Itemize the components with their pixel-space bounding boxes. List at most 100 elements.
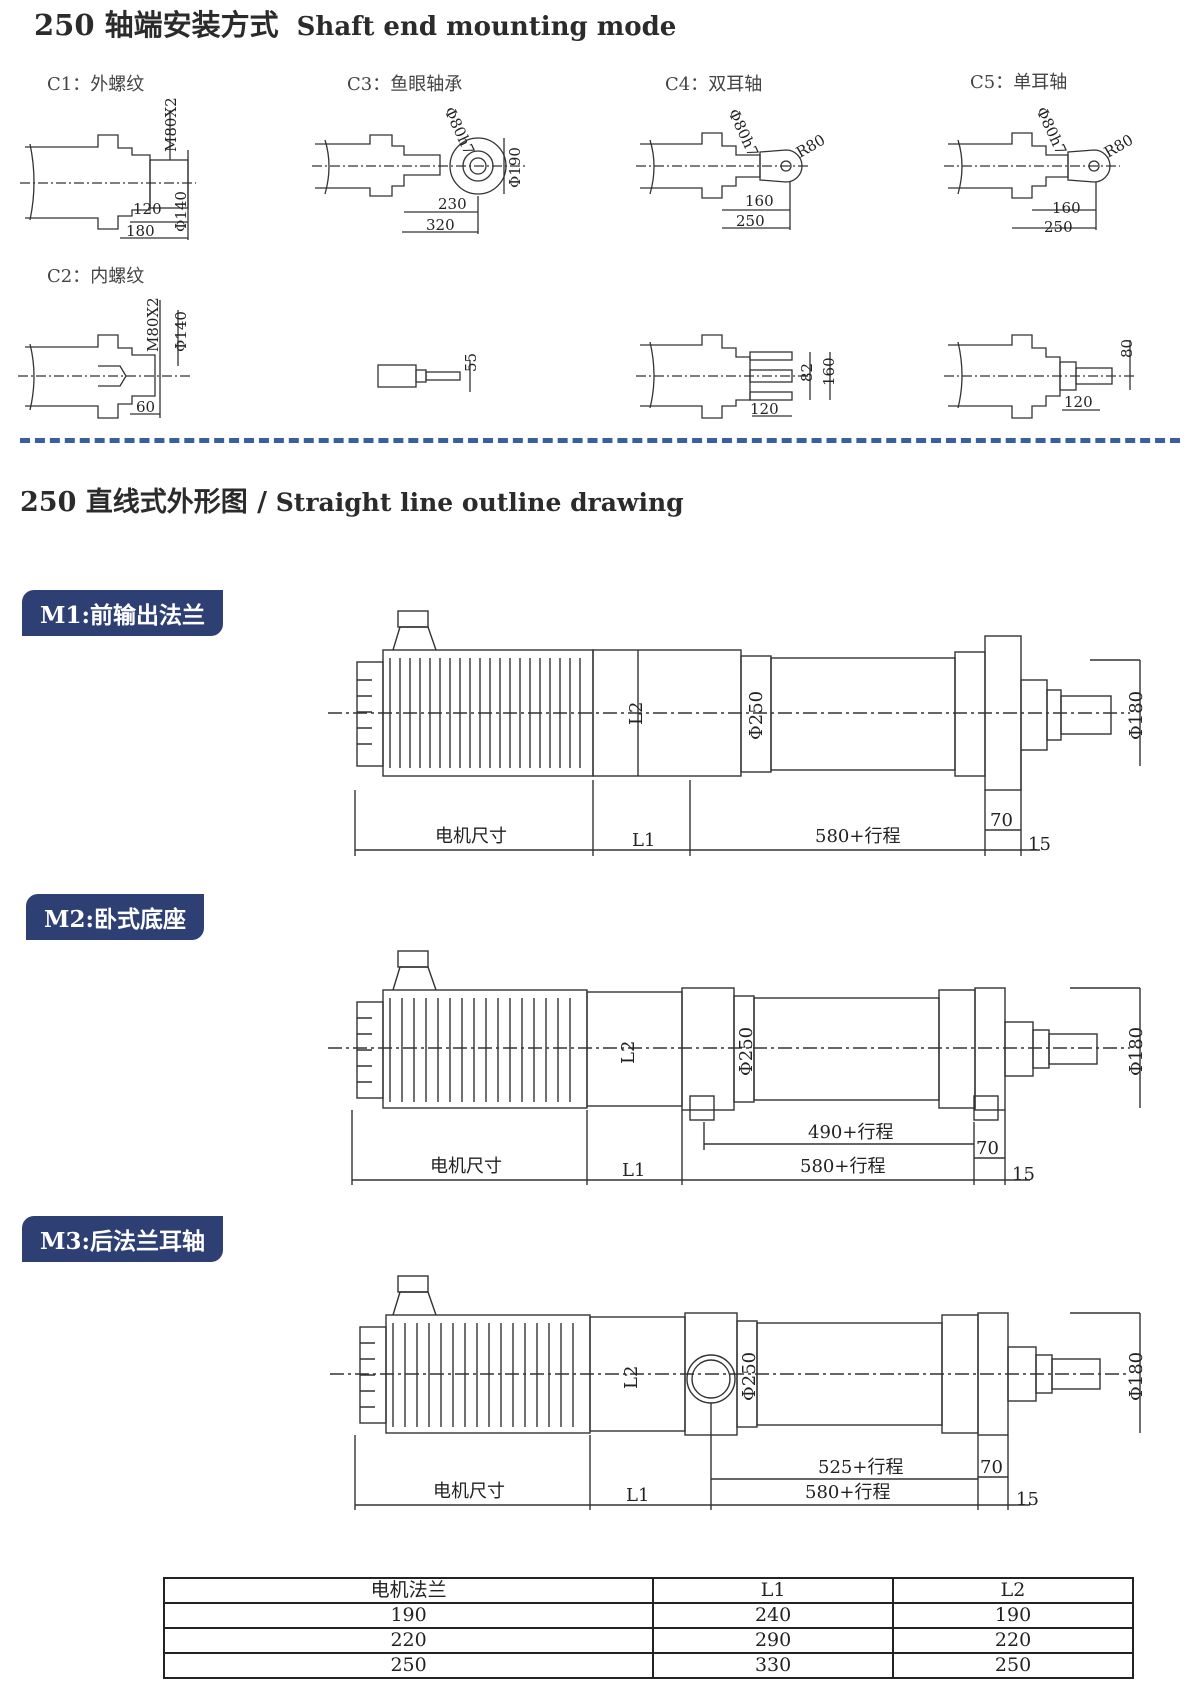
outline-title-en: Straight line outline drawing — [267, 488, 684, 517]
m3-flange-dia: Φ180 — [1126, 1352, 1147, 1401]
m1-connector — [397, 610, 429, 628]
c5-side-dim-120: 120 — [1064, 393, 1093, 411]
m2-foot-rear — [689, 1095, 715, 1121]
m1-dim-70: 70 — [990, 810, 1013, 831]
table-cell: 220 — [892, 1627, 1134, 1654]
table-header-cell: 电机法兰 — [162, 1577, 655, 1604]
c4-dim-pin: Φ80h7 — [724, 106, 762, 159]
m2-dim-15: 15 — [1012, 1164, 1035, 1185]
m3-dim-15: 15 — [1016, 1489, 1039, 1510]
m1-drawing: 电机尺寸 L1 L2 580+行程 Φ250 Φ180 70 15 — [328, 610, 1147, 856]
m3-stroke: 580+行程 — [805, 1482, 890, 1503]
c3-dim-230: 230 — [438, 195, 467, 213]
m1-flange-dia: Φ180 — [1126, 691, 1147, 740]
table-cell: 250 — [892, 1652, 1134, 1679]
m3-trunnion — [686, 1354, 736, 1404]
m3-dim-70: 70 — [980, 1457, 1003, 1478]
m2-l2: L2 — [618, 1041, 639, 1064]
m1-rod — [1060, 695, 1112, 735]
m1-body-dia: Φ250 — [746, 691, 767, 740]
c4-side-drawing — [636, 334, 831, 419]
c4-side-dim-82: 82 — [798, 363, 816, 382]
c3-side-dim-55: 55 — [462, 353, 480, 372]
c2-dim-dia: Φ140 — [172, 311, 190, 352]
title-en: Shaft end mounting mode — [296, 12, 677, 42]
c5-dim-pin: Φ80h7 — [1032, 104, 1070, 157]
c1-dim-180: 180 — [126, 222, 155, 240]
spec-table: 电机法兰 L1 L2 190 240 190 220 290 220 250 3… — [162, 1577, 1134, 1679]
c2-dim-thread: M80X2 — [144, 297, 162, 352]
c3-dim-dia: Φ190 — [506, 147, 524, 188]
c1-drawing — [20, 110, 196, 240]
outline-title: 250 直线式外形图 / Straight line outline drawi… — [20, 480, 684, 519]
c3-dim-320: 320 — [426, 216, 455, 234]
table-cell: 330 — [652, 1652, 895, 1679]
m2-l1: L1 — [622, 1160, 645, 1181]
m3-l2: L2 — [621, 1366, 642, 1389]
m3-stroke-525: 525+行程 — [818, 1457, 903, 1478]
m2-body-dia: Φ250 — [736, 1027, 757, 1076]
c4-dim-radius: R80 — [793, 131, 828, 162]
m3-l1: L1 — [626, 1485, 649, 1506]
table-cell: 290 — [652, 1627, 895, 1654]
end-type-c3-label: C3：鱼眼轴承 — [347, 74, 463, 95]
c2-drawing — [18, 300, 190, 419]
section-divider — [20, 438, 1180, 443]
m2-flange-dia: Φ180 — [1126, 1027, 1147, 1076]
c4-dim-160: 160 — [745, 192, 774, 210]
m2-barrel — [753, 997, 940, 1101]
table-cell: 220 — [162, 1627, 655, 1654]
end-type-c5-label: C5：单耳轴 — [970, 72, 1068, 93]
m2-dim-70: 70 — [976, 1138, 999, 1159]
m3-drawing: 电机尺寸 L1 L2 525+行程 580+行程 Φ250 Φ180 70 15 — [330, 1275, 1147, 1510]
title-cn: 250 轴端安装方式 — [34, 8, 279, 42]
m3-motor-size: 电机尺寸 — [433, 1481, 505, 1502]
m2-drawing: 电机尺寸 L1 L2 490+行程 580+行程 Φ250 Φ180 70 15 — [328, 950, 1147, 1185]
mount-m1-badge: M1:前输出法兰 — [22, 590, 223, 636]
table-header-cell: L1 — [652, 1577, 895, 1604]
m3-body-dia: Φ250 — [739, 1352, 760, 1401]
mount-m2-badge: M2:卧式底座 — [26, 894, 204, 940]
c4-dim-250: 250 — [736, 212, 765, 230]
c5-side-drawing — [944, 334, 1135, 419]
m1-l2: L2 — [626, 702, 647, 725]
c5-dim-radius: R80 — [1101, 131, 1136, 162]
c3-side-drawing — [377, 360, 471, 392]
c3-drawing — [312, 134, 525, 234]
table-cell: 250 — [162, 1652, 655, 1679]
m1-barrel — [770, 657, 956, 771]
c4-side-dim-160: 160 — [820, 357, 838, 386]
m2-foot-front — [973, 1095, 999, 1121]
shaft-end-drawings: M80X2 120 180 Φ140 Φ80h7 Φ190 230 320 Φ8… — [18, 97, 1136, 419]
table-row: 220 290 220 — [162, 1627, 1134, 1654]
c1-dim-120: 120 — [133, 200, 162, 218]
table-cell: 190 — [892, 1602, 1134, 1629]
table-cell: 240 — [652, 1602, 895, 1629]
table-cell: 190 — [162, 1602, 655, 1629]
c1-dim-dia: Φ140 — [172, 191, 190, 232]
table-row: 190 240 190 — [162, 1602, 1134, 1629]
m1-stroke: 580+行程 — [815, 826, 900, 847]
c5-dim-250: 250 — [1044, 218, 1073, 236]
table-row: 250 330 250 — [162, 1652, 1134, 1679]
table-header-cell: L2 — [892, 1577, 1134, 1604]
m2-stroke-490: 490+行程 — [808, 1122, 893, 1143]
c2-dim-60: 60 — [136, 398, 155, 416]
c5-drawing — [944, 132, 1120, 230]
m2-connector — [397, 950, 429, 968]
c4-drawing — [636, 132, 810, 230]
c1-dim-thread: M80X2 — [162, 97, 180, 152]
outline-title-cn: 250 直线式外形图 / — [20, 487, 268, 518]
mount-m3-badge: M3:后法兰耳轴 — [22, 1216, 223, 1262]
c5-dim-160: 160 — [1052, 199, 1081, 217]
m2-rod — [1048, 1033, 1098, 1065]
c5-side-dim-80: 80 — [1118, 339, 1136, 358]
m1-dim-15: 15 — [1028, 834, 1051, 855]
m2-stroke: 580+行程 — [800, 1156, 885, 1177]
m1-l1: L1 — [632, 830, 655, 851]
c4-side-dim-120: 120 — [750, 400, 779, 418]
end-type-c1-label: C1：外螺纹 — [47, 74, 145, 95]
m2-motor-size: 电机尺寸 — [430, 1156, 502, 1177]
m1-motor-size: 电机尺寸 — [435, 826, 507, 847]
m2-front-block — [974, 987, 1006, 1111]
